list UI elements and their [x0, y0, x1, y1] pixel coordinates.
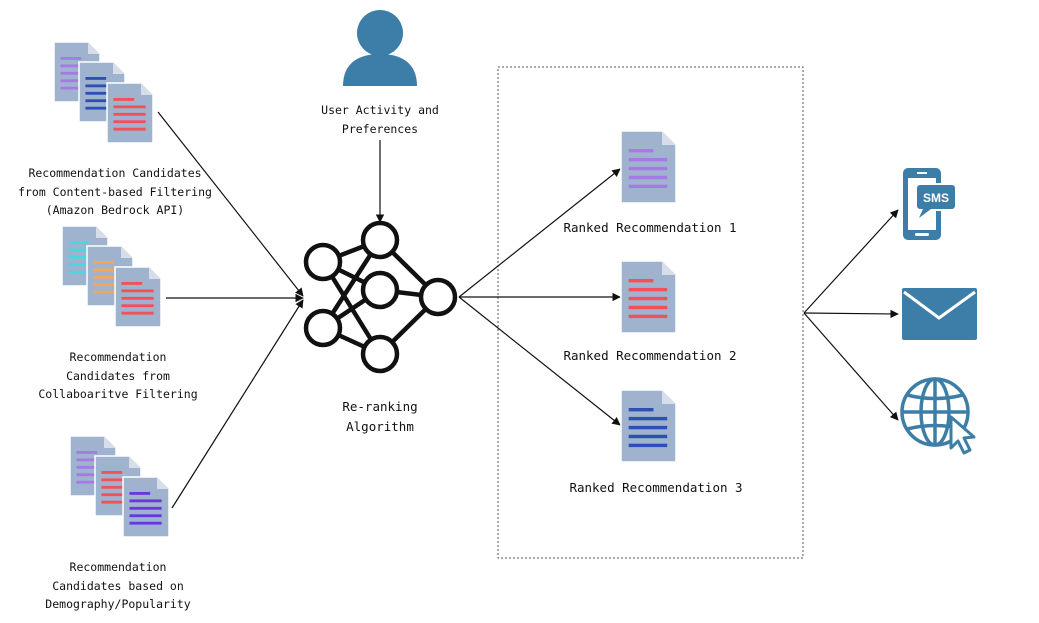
arrow-out-to-web — [803, 312, 899, 421]
arrow-out-to-email — [803, 309, 899, 319]
ranked-recommendation-3-document-icon — [620, 389, 677, 463]
collaborative-filtering-document-stack — [61, 225, 162, 328]
email-envelope-icon — [902, 288, 977, 340]
sms-text: SMS — [923, 191, 949, 205]
demography-popularity-label: Recommendation Candidates based on Demog… — [45, 560, 191, 611]
collaborative-filtering-label: Recommendation Candidates from Collaboar… — [38, 350, 198, 401]
user-icon — [343, 10, 417, 86]
ranked-recommendation-1-document-icon — [620, 130, 677, 204]
ranked-output-container — [497, 66, 804, 559]
content-filtering-document-stack — [53, 41, 154, 144]
user-activity-label: User Activity and Preferences — [321, 103, 439, 136]
demography-document-stack — [69, 435, 170, 538]
ranked-recommendation-1-label: Ranked Recommendation 1 — [563, 220, 737, 235]
document-icon — [620, 130, 677, 204]
stack-document-icon-front — [106, 82, 154, 144]
ranked-recommendation-2-document-icon — [620, 260, 677, 334]
ranked-recommendation-3-label: Ranked Recommendation 3 — [569, 480, 743, 495]
reranking-algorithm-label: Re-ranking Algorithm — [342, 399, 418, 434]
neural-network-icon — [303, 220, 458, 374]
arrow-algorithm-to-rank3 — [458, 296, 621, 426]
ranked-recommendation-2-label: Ranked Recommendation 2 — [563, 348, 737, 363]
content-filtering-label: Recommendation Candidates from Content-b… — [18, 166, 212, 217]
web-globe-cursor-icon — [900, 377, 976, 455]
document-icon — [620, 260, 677, 334]
document-icon — [620, 389, 677, 463]
arrow-out-to-sms — [803, 209, 899, 314]
stack-document-icon-front — [114, 266, 162, 328]
connectors — [157, 111, 899, 509]
arrow-content-to-algorithm — [157, 111, 304, 297]
stack-document-icon-front — [122, 476, 170, 538]
arrow-demography-to-algorithm — [171, 299, 304, 509]
sms-phone-icon: SMS — [903, 168, 957, 240]
arrow-algorithm-to-rank1 — [458, 168, 621, 298]
